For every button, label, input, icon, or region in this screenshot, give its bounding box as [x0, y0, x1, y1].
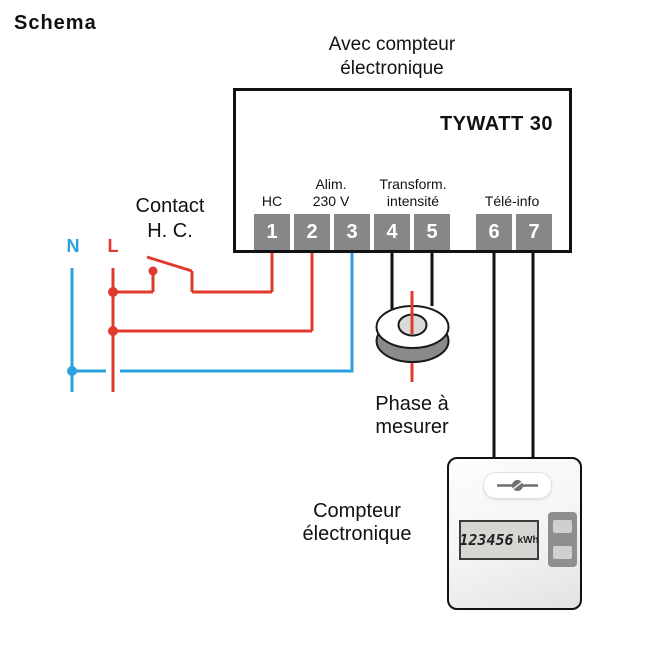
terminal-5: 5	[414, 214, 450, 250]
contact-label-line1: Contact	[135, 195, 205, 217]
switch-contact-dot	[148, 266, 158, 276]
electronic-meter: 123456 kWh	[447, 457, 582, 610]
top-caption-line1: Avec compteur	[328, 34, 456, 55]
tywatt-device-box: TYWATT 30	[233, 88, 572, 253]
phase-label-line2: mesurer	[375, 416, 449, 438]
terminal-2: 2	[294, 214, 330, 250]
live-junction-dot-1	[108, 287, 118, 297]
teleinfo-label: Télé-info	[484, 193, 540, 209]
phase-label: Phase à mesurer	[375, 393, 448, 439]
terminal-group-label-hc: HC	[262, 193, 282, 210]
live-label: L	[107, 236, 119, 256]
terminal-group-label-transform: Transform. intensité	[379, 176, 446, 210]
top-caption: Avec compteur électronique	[329, 33, 455, 81]
meter-display-unit: kWh	[517, 534, 539, 546]
meter-button-panel	[548, 512, 577, 567]
device-name: TYWATT 30	[439, 113, 553, 135]
meter-display-value: 123456	[459, 531, 514, 549]
current-transformer-torus	[375, 305, 450, 363]
live-junction-dot-2	[108, 326, 118, 336]
alim-label-line1: Alim.	[315, 176, 347, 192]
terminal-group-label-teleinfo: Télé-info	[485, 193, 539, 210]
terminal-1: 1	[254, 214, 290, 250]
terminal-4: 4	[374, 214, 410, 250]
meter-caption-line1: Compteur	[313, 500, 401, 522]
page-title: Schema	[14, 12, 97, 34]
meter-button-bottom	[553, 546, 572, 559]
terminal-3: 3	[334, 214, 370, 250]
hc-label: HC	[261, 193, 283, 209]
transform-label-line2: intensité	[386, 193, 440, 209]
transform-label-line1: Transform.	[379, 176, 447, 192]
alim-label-line2: 230 V	[312, 193, 350, 209]
neutral-label: N	[66, 236, 80, 256]
switch-blade	[146, 255, 193, 273]
contact-label-line2: H. C.	[147, 220, 193, 242]
terminal-group-label-alim: Alim. 230 V	[313, 176, 350, 210]
seal-icon	[497, 480, 538, 491]
neutral-junction-dot	[67, 366, 77, 376]
meter-display: 123456 kWh	[459, 520, 539, 560]
contact-hc-label: Contact H. C.	[136, 194, 205, 244]
top-caption-line2: électronique	[340, 58, 444, 79]
neutral-wire	[70, 252, 354, 392]
terminal-6: 6	[476, 214, 512, 250]
meter-caption-line2: électronique	[302, 523, 412, 545]
phase-label-line1: Phase à	[375, 393, 449, 415]
live-wire	[111, 252, 314, 392]
meter-button-top	[553, 520, 572, 533]
meter-seal	[483, 472, 552, 499]
meter-caption: Compteur électronique	[303, 500, 412, 546]
terminal-7: 7	[516, 214, 552, 250]
